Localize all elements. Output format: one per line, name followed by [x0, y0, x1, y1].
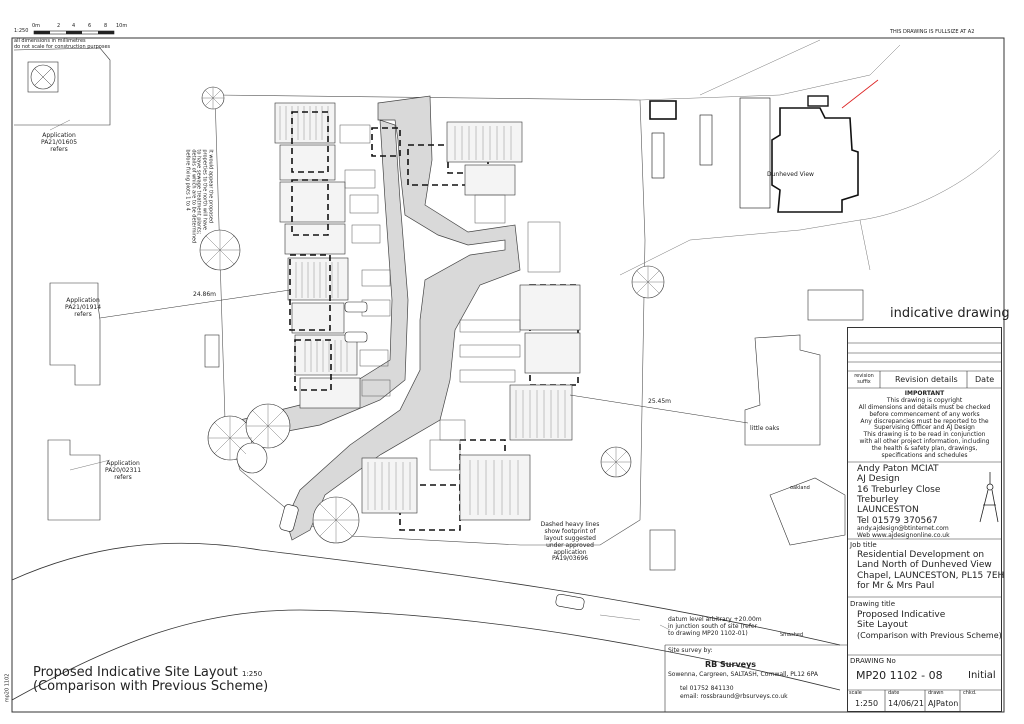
- main-title-line1: Proposed Indicative Site Layout 1:250: [33, 665, 263, 680]
- tree-spokes: [200, 87, 664, 543]
- scale-tick-0: 0m: [32, 23, 41, 29]
- oakland-label: oakland: [790, 485, 810, 491]
- parked-cars: [279, 301, 585, 611]
- central-house-hatch: [367, 126, 566, 515]
- important-notice: IMPORTANT This drawing is copyright All …: [858, 390, 991, 460]
- dunheved-view-label: Dunheved View: [767, 171, 814, 178]
- scale-bar-graphic: [33, 30, 115, 35]
- compass-cross: [34, 68, 52, 86]
- job-title-label: Job title: [850, 541, 877, 549]
- dimension-right-label: 25.45m: [648, 398, 672, 405]
- title-block-lines: [847, 342, 1002, 712]
- ne-outbuildings: [649, 95, 829, 209]
- survey-company: RB Surveys: [705, 660, 757, 669]
- central-parking: [429, 194, 561, 471]
- sheet-size-note: THIS DRAWING IS FULLSIZE AT A2: [890, 29, 975, 35]
- drawn-label: drawn: [928, 690, 944, 696]
- survey-address: Sowenna, Cargreen, SALTASH, Cornwall, PL…: [668, 671, 818, 678]
- date-header: Date: [975, 375, 995, 384]
- main-title-scale: 1:250: [242, 670, 263, 678]
- scale-tick-2: 2: [57, 23, 61, 29]
- main-title-line2: (Comparison with Previous Scheme): [33, 679, 269, 694]
- scale-tick-10m: 10m: [116, 23, 128, 29]
- survey-tel: tel 01752 841130: [680, 685, 734, 692]
- drawing-no-label: DRAWING No: [850, 657, 896, 665]
- dimension-note: all dimensions in millimetres: [14, 38, 86, 44]
- compass-circle: [30, 64, 56, 90]
- dunheved-view-building: [771, 107, 859, 213]
- scale-label: scale: [849, 690, 862, 696]
- survey-email: email: rossbraund@rbsurveys.co.uk: [680, 693, 788, 700]
- compass-dividers-icon: [979, 472, 999, 523]
- dimension-left-label: 24.86m: [193, 291, 217, 298]
- drawn-value: AJPaton: [928, 699, 959, 708]
- scale-value: 1:250: [855, 699, 879, 708]
- job-title-text: Residential Development on Land North of…: [857, 550, 1005, 592]
- drawing-title-label: Drawing title: [850, 600, 896, 608]
- drawing-number: MP20 1102 - 08: [856, 669, 943, 682]
- revision-details-header: Revision details: [895, 375, 958, 384]
- leader-lines: [49, 119, 671, 631]
- scale-tick-8: 8: [104, 23, 108, 29]
- parking-bays: [339, 124, 391, 397]
- main-road: [11, 542, 841, 646]
- survey-heading: Site survey by:: [668, 647, 713, 654]
- checked-label: chkd.: [963, 690, 977, 696]
- dimension-line-left: [99, 289, 291, 319]
- dimension-line-right: [569, 394, 749, 424]
- revision-suffix-header: revision suffix: [854, 373, 874, 385]
- title-block: [847, 327, 1002, 712]
- title-block-dividers: [664, 644, 847, 712]
- scale-tick-6: 6: [88, 23, 92, 29]
- date-label: date: [888, 690, 900, 696]
- west-houses: [274, 102, 361, 409]
- side-reference: mp20 1102: [4, 673, 11, 703]
- little-oaks-label: little oaks: [750, 425, 780, 432]
- neighbour-buildings: [13, 47, 864, 571]
- drive-label: Smashed: [780, 632, 804, 638]
- date-value: 14/06/21: [888, 699, 924, 708]
- scale-tick-4: 4: [72, 23, 76, 29]
- ne-boundary: [619, 39, 1001, 276]
- access-road: [285, 95, 521, 541]
- sheet-border: [11, 37, 1005, 713]
- west-house-roof-hatch: [279, 106, 348, 372]
- central-houses: [361, 121, 581, 521]
- scale-note: do not scale for construction purposes: [14, 44, 111, 50]
- main-road-edge: [11, 609, 841, 701]
- red-line: [841, 79, 879, 109]
- designer-details: Andy Paton MCIAT AJ Design 16 Treburley …: [857, 464, 950, 539]
- scale-ratio: 1:250: [14, 28, 29, 34]
- drawing-status: Initial: [968, 670, 996, 681]
- drawing-title-text: Proposed Indicative Site Layout (Compari…: [857, 610, 1002, 640]
- indicative-drawing-label: indicative drawing: [890, 306, 1010, 321]
